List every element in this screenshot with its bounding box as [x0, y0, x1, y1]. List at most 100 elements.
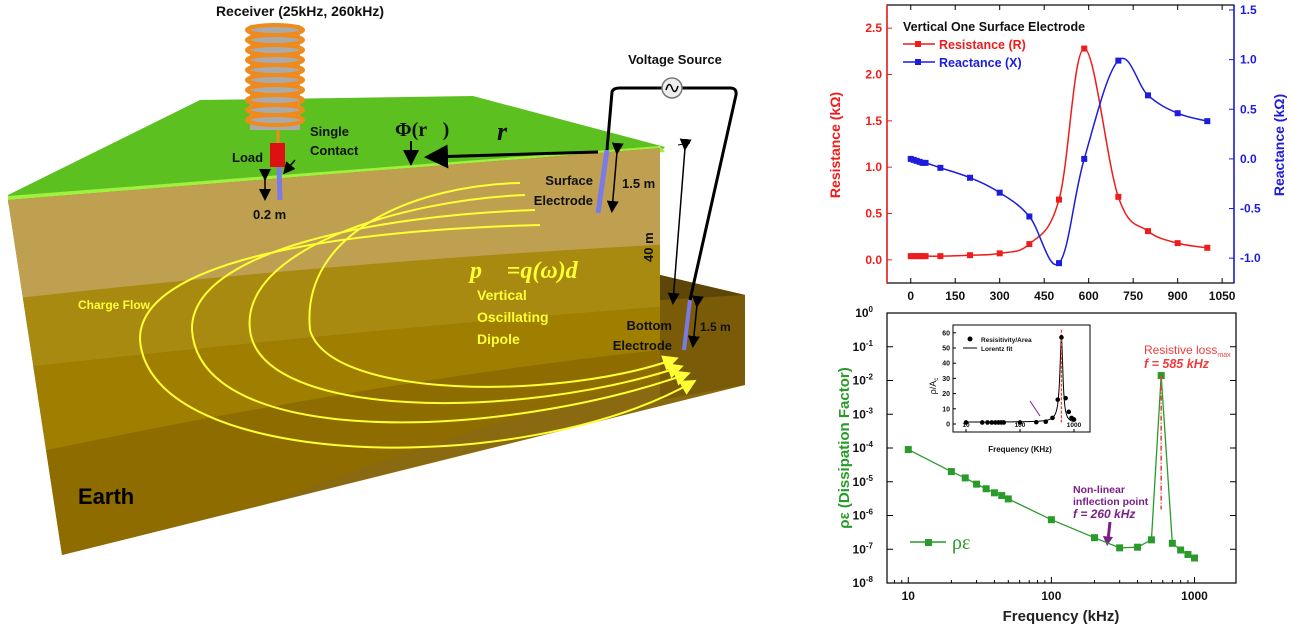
- inset-x-tick-label: 10: [962, 422, 970, 429]
- y-tick-label: 2.5: [865, 21, 882, 35]
- y-tick-label: 0.0: [865, 253, 882, 267]
- dipole-label-3: Dipole: [477, 331, 520, 347]
- earth-dipole-diagram: Receiver (25kHz, 260kHz) Voltage Source …: [8, 3, 745, 555]
- inset-y-tick-label: 0: [946, 422, 950, 429]
- bottom-length-label: 1.5 m: [700, 320, 731, 334]
- y-tick-label: 10-4: [853, 440, 874, 455]
- series-line-reactance: [910, 57, 1208, 266]
- y-axis-label: ρε (Dissipation Factor): [836, 367, 853, 528]
- contact-depth-label: 0.2 m: [253, 207, 286, 222]
- x-tick-label: 750: [1123, 289, 1143, 303]
- inset-y-tick-label: 30: [942, 376, 950, 383]
- inset-data-point: [963, 420, 969, 425]
- y-tick-label: 1.0: [865, 160, 882, 174]
- y-tick-label: 10-6: [853, 508, 874, 523]
- r-vector-label: r⃗: [497, 117, 527, 146]
- inset-x-label: Frequency (KHz): [988, 445, 1052, 454]
- charge-flow-label: Charge Flow: [78, 298, 151, 312]
- inset-frame: [952, 324, 1091, 433]
- load-label: Load: [232, 150, 263, 165]
- data-point-resistance: [996, 250, 1003, 257]
- y2-axis-label: Reactance (kΩ): [1271, 94, 1287, 196]
- x-tick-label: 600: [1079, 289, 1099, 303]
- data-point-reactance: [1174, 110, 1181, 117]
- inset-data-point: [1066, 409, 1072, 415]
- y2-tick-label: 0.5: [1240, 102, 1257, 116]
- data-point-resistance: [922, 253, 929, 260]
- y2-tick-label: 1.0: [1240, 53, 1257, 67]
- annotation-nonlinear: Non-linear: [1073, 484, 1125, 496]
- inset-data-point: [979, 420, 985, 425]
- x-axis-label: Frequency (kHz): [1003, 608, 1120, 624]
- y-tick-label: 10-1: [853, 339, 874, 354]
- separation-label: 40 m: [641, 232, 656, 262]
- inset-data-point: [989, 420, 995, 425]
- data-point-rho-eps: [1177, 546, 1185, 554]
- inset-legend-fit: Lorentz fit: [981, 346, 1013, 353]
- ground-surface: [8, 96, 665, 202]
- data-point-rho-eps: [1184, 550, 1192, 558]
- x-tick-label: 10: [902, 589, 916, 603]
- inset-y-tick-label: 40: [942, 361, 950, 368]
- y-axis-label: Resistance (kΩ): [827, 92, 843, 198]
- data-point-reactance: [1115, 57, 1122, 64]
- y2-tick-label: -0.5: [1240, 202, 1261, 216]
- inset-data-point: [1001, 420, 1007, 425]
- inset-data-point: [1055, 397, 1061, 402]
- inset-inflection-arrow: [1029, 400, 1041, 417]
- dipole-label-2: Oscillating: [477, 309, 549, 325]
- data-point-rho-eps: [1047, 516, 1055, 524]
- annotation-585khz: f = 585 kHz: [1144, 357, 1210, 371]
- data-point-rho-eps: [961, 474, 969, 482]
- x-tick-label: 0: [907, 289, 914, 303]
- inset-data-point: [1063, 395, 1068, 401]
- data-point-reactance: [1056, 260, 1063, 267]
- voltage-source-label: Voltage Source: [628, 52, 722, 67]
- y2-tick-label: 1.5: [1240, 3, 1257, 17]
- surface-electrode: [595, 149, 610, 214]
- dipole-label-1: Vertical: [477, 287, 527, 303]
- data-point-resistance: [1144, 228, 1151, 235]
- bottom-electrode-label-2: Electrode: [613, 338, 672, 353]
- inset-data-point: [1059, 335, 1064, 340]
- data-point-reactance: [1144, 92, 1151, 99]
- y-tick-label: 2.0: [865, 68, 882, 82]
- x-tick-label: 1000: [1181, 589, 1208, 603]
- charge-flow-arcs: [138, 182, 697, 449]
- data-point-reactance: [937, 164, 944, 171]
- y-tick-label: 10-5: [853, 474, 874, 489]
- inset-data-point: [1043, 419, 1049, 425]
- data-point-resistance: [1115, 193, 1122, 200]
- data-point-resistance: [937, 253, 944, 260]
- data-point-resistance: [967, 252, 974, 259]
- data-point-resistance: [1174, 240, 1181, 247]
- y-tick-label: 10-8: [853, 575, 874, 590]
- impedance-chart: Vertical One Surface Electrode Resistanc…: [827, 3, 1287, 303]
- r-vector-arrow: [424, 144, 599, 169]
- inset-y-label: ρ/Ac: [928, 378, 940, 395]
- inset-y-tick-label: 50: [942, 346, 950, 353]
- data-point-reactance: [1204, 118, 1211, 125]
- data-point-rho-eps: [973, 480, 981, 488]
- wire: [605, 86, 738, 301]
- data-point-rho-eps: [1004, 495, 1012, 503]
- y-tick-label: 1.5: [865, 114, 882, 128]
- potential-label: Φ(r⃗): [395, 119, 449, 141]
- chart-title: Vertical One Surface Electrode: [903, 20, 1085, 34]
- inset-data-point: [1017, 420, 1023, 425]
- data-point-rho-eps: [1134, 543, 1142, 551]
- x-tick-label: 900: [1168, 289, 1188, 303]
- legend-reactance: Reactance (X): [939, 56, 1022, 70]
- inset-x-tick-label: 1000: [1067, 422, 1082, 429]
- data-point-rho-eps: [947, 468, 955, 476]
- inset-legend-data: Resisitivity/Area: [981, 337, 1032, 344]
- x-tick-label: 150: [945, 289, 965, 303]
- x-tick-label: 450: [1034, 289, 1054, 303]
- load-resistor-icon: [270, 143, 285, 167]
- data-point-reactance: [1081, 155, 1088, 162]
- y-tick-label: 10-7: [853, 541, 874, 556]
- data-point-resistance: [1056, 196, 1063, 203]
- earth-label: Earth: [78, 484, 134, 509]
- data-point-rho-eps: [904, 446, 912, 454]
